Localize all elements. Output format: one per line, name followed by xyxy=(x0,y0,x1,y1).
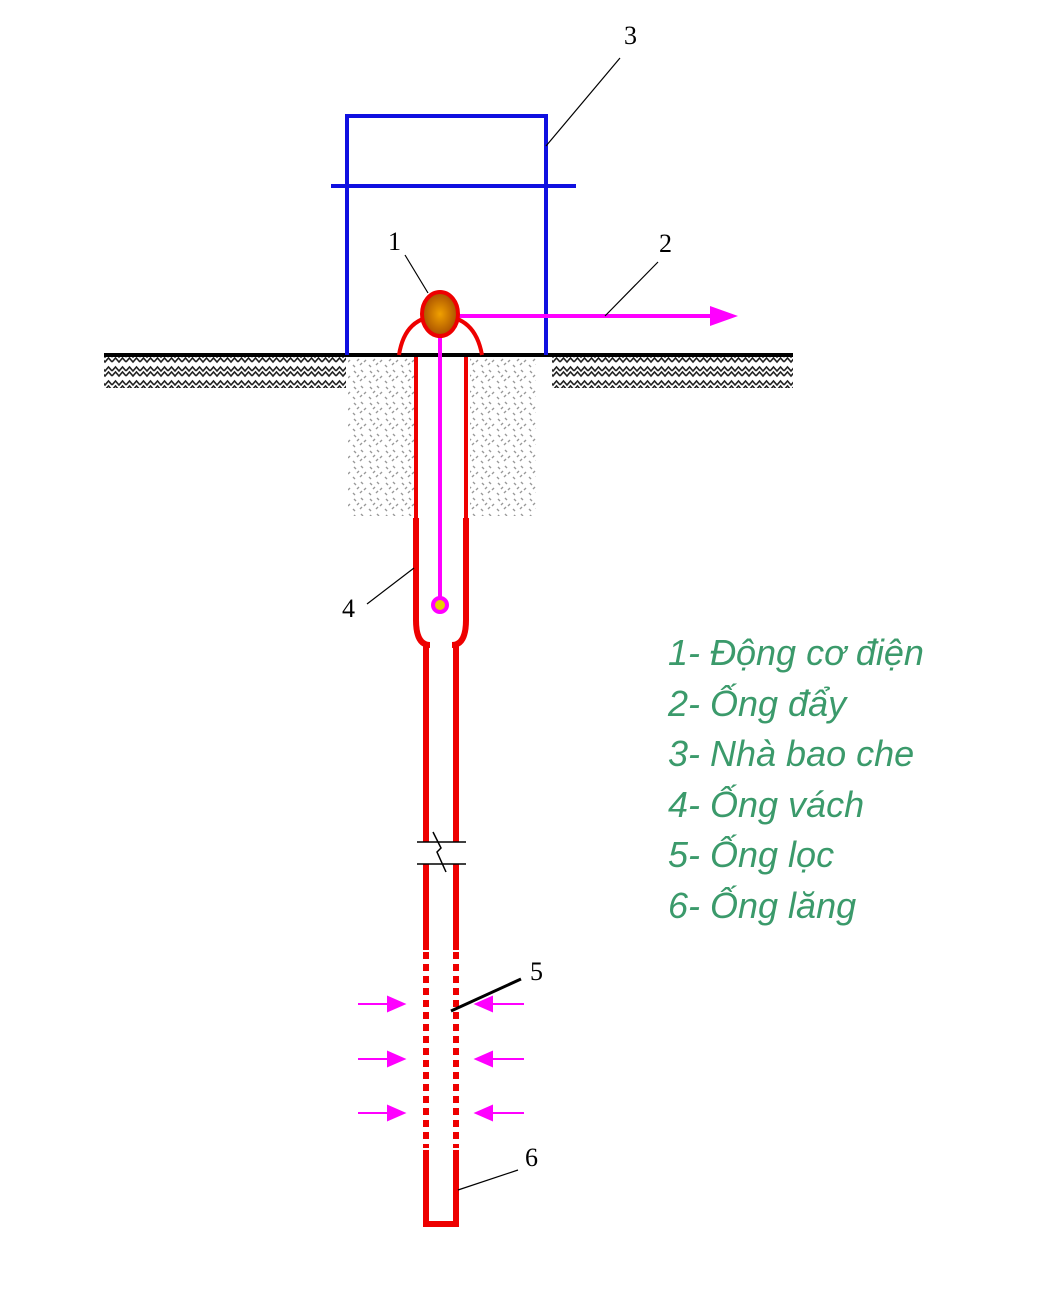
shelter-house xyxy=(331,114,576,355)
leader-discharge xyxy=(604,261,659,317)
inflow-arrow-right-2 xyxy=(473,1050,524,1068)
legend-item-casing: 4- Ống vách xyxy=(668,783,865,825)
pipe-break-symbol xyxy=(417,831,466,873)
legend-item-discharge-pipe: 2- Ống đẩy xyxy=(668,682,847,724)
electric-motor xyxy=(420,290,460,338)
well-pipe xyxy=(423,645,459,950)
inflow-arrow-left-2 xyxy=(358,1050,407,1068)
discharge-arrow-head xyxy=(710,306,738,326)
inflow-arrows xyxy=(358,995,524,1122)
leader-casing xyxy=(366,567,415,605)
callout-discharge-pipe: 2 xyxy=(659,229,672,258)
ground-left xyxy=(104,355,346,388)
backfill-right xyxy=(470,358,536,516)
pump-intake xyxy=(431,596,449,614)
inflow-arrow-left-3 xyxy=(358,1104,407,1122)
ground-right xyxy=(552,355,793,388)
filter-pipe xyxy=(423,952,459,1148)
inflow-arrow-right-3 xyxy=(473,1104,524,1122)
leader-settling xyxy=(457,1169,519,1191)
leader-filter xyxy=(450,977,522,1013)
legend-item-settling-pipe: 6- Ống lăng xyxy=(668,884,857,926)
legend: 1- Động cơ điện 2- Ống đẩy 3- Nhà bao ch… xyxy=(668,628,924,931)
legend-item-motor: 1- Động cơ điện xyxy=(668,632,924,673)
callout-shelter: 3 xyxy=(624,21,637,50)
callout-filter: 5 xyxy=(530,957,543,986)
discharge-pipe xyxy=(438,306,738,602)
leader-motor xyxy=(404,254,429,294)
legend-item-shelter: 3- Nhà bao che xyxy=(668,733,915,774)
leader-lines xyxy=(366,57,659,1191)
ground xyxy=(104,353,793,516)
inflow-arrow-left-1 xyxy=(358,995,407,1013)
casing-pipe xyxy=(413,357,469,648)
callout-settling-pipe: 6 xyxy=(525,1143,538,1172)
settling-pipe xyxy=(423,1150,459,1227)
backfill-left xyxy=(348,358,414,516)
callout-casing: 4 xyxy=(342,594,355,623)
callout-motor: 1 xyxy=(388,227,401,256)
inflow-arrow-right-1 xyxy=(473,995,524,1013)
leader-shelter xyxy=(545,57,621,147)
legend-item-filter: 5- Ống lọc xyxy=(668,834,835,875)
